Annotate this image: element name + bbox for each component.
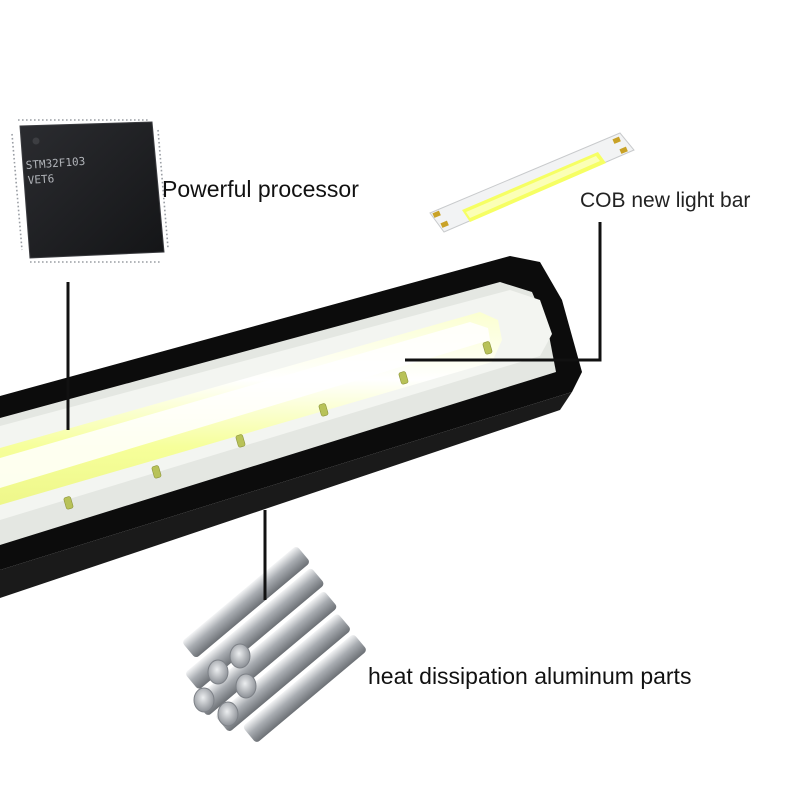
cob-light-bar-label: COB new light bar: [580, 189, 751, 212]
chip-marking-1: STM32F103: [25, 155, 85, 172]
chip-marking-2: VET6: [27, 172, 54, 187]
cob-light-bar-image: [429, 132, 635, 233]
aluminum-rods-image: [183, 547, 366, 742]
callout-cob-line: [405, 222, 602, 362]
callout-lines: [66, 222, 602, 600]
led-dots: [63, 341, 493, 510]
processor-chip-image: STM32F103 VET6: [11, 119, 169, 263]
cob-led-strip: [0, 312, 502, 505]
processor-label: Powerful processor: [162, 176, 359, 202]
heat-dissipation-label: heat dissipation aluminum parts: [368, 663, 692, 689]
